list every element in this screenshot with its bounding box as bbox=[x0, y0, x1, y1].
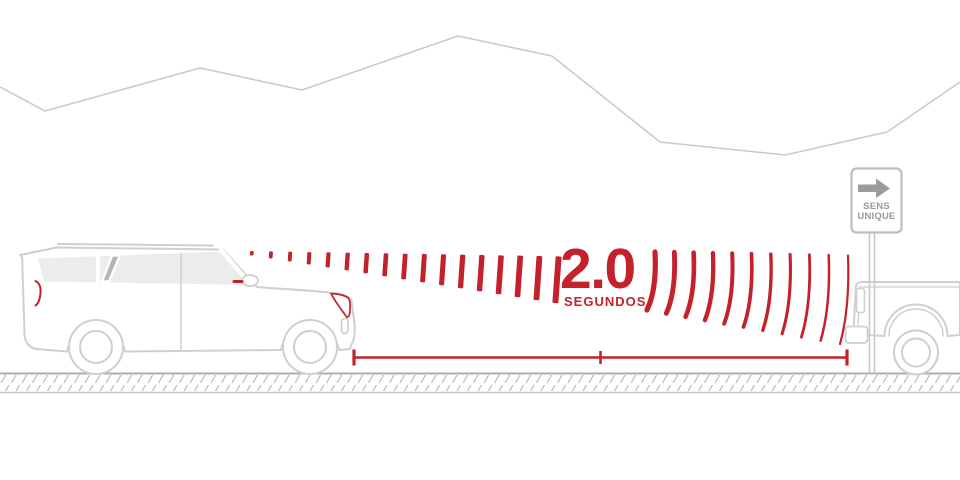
radar-wave-bar bbox=[514, 255, 524, 298]
truck-fender-arch bbox=[888, 308, 944, 337]
radar-wave-arc bbox=[838, 254, 850, 346]
time-unit-label: SEGUNDOS bbox=[564, 294, 647, 309]
suv-glass-band bbox=[38, 251, 254, 285]
distance-measure-line bbox=[352, 349, 849, 366]
radar-wave-bar bbox=[268, 251, 273, 259]
radar-wave-arc bbox=[722, 251, 735, 326]
radar-wave-arc bbox=[663, 249, 678, 316]
sign-text-line2: UNIQUE bbox=[857, 211, 896, 222]
truck-body-outline bbox=[852, 281, 960, 337]
radar-wave-bar bbox=[306, 251, 312, 265]
truck-rim bbox=[901, 337, 931, 368]
radar-wave-arc bbox=[761, 252, 773, 333]
radar-wave-arc bbox=[644, 249, 658, 313]
suv-side-mirror bbox=[241, 274, 259, 287]
radar-wave-bar bbox=[439, 254, 447, 286]
radar-wave-fan bbox=[249, 249, 850, 346]
suv-b-pillar bbox=[100, 254, 122, 283]
suv-vehicle bbox=[19, 243, 356, 375]
suv-front-rim bbox=[293, 330, 327, 364]
radar-wave-arc bbox=[741, 251, 754, 329]
one-way-sign bbox=[850, 167, 903, 374]
road bbox=[0, 372, 960, 394]
suv-fog-lamp bbox=[340, 317, 349, 335]
sign-text: SENS UNIQUE bbox=[851, 202, 902, 222]
radar-wave-arc bbox=[683, 250, 697, 320]
radar-wave-bar bbox=[382, 253, 389, 277]
suv-roof-rail bbox=[57, 243, 214, 247]
radar-wave-bar bbox=[420, 253, 427, 283]
truck-rear-bumper bbox=[844, 325, 869, 344]
radar-wave-bar bbox=[325, 252, 331, 268]
radar-wave-arc bbox=[780, 252, 792, 336]
radar-wave-arc bbox=[800, 253, 812, 339]
radar-wave-bar bbox=[249, 250, 254, 256]
suv-headlight bbox=[330, 292, 351, 319]
sign-text-line1: SENS bbox=[863, 201, 890, 212]
suv-taillight bbox=[34, 280, 42, 307]
radar-wave-bar bbox=[344, 252, 350, 271]
radar-wave-bar bbox=[476, 254, 485, 292]
radar-wave-arc bbox=[819, 253, 831, 342]
radar-wave-bar bbox=[495, 255, 504, 295]
radar-wave-bar bbox=[457, 254, 466, 289]
road-hatch-strip bbox=[0, 375, 960, 391]
right-arrow-icon bbox=[858, 178, 890, 198]
radar-wave-bar bbox=[552, 256, 562, 304]
mountain-skyline bbox=[0, 35, 960, 156]
radar-wave-bar bbox=[401, 253, 408, 280]
truck-taillight bbox=[855, 287, 866, 314]
radar-wave-bar bbox=[533, 255, 543, 301]
time-value-label: 2.0 bbox=[560, 237, 636, 301]
radar-wave-bar bbox=[363, 252, 370, 274]
radar-wave-bar bbox=[287, 251, 293, 262]
pickup-truck-vehicle bbox=[844, 281, 960, 376]
suv-rear-rim bbox=[79, 330, 113, 364]
radar-wave-arc bbox=[702, 250, 716, 323]
